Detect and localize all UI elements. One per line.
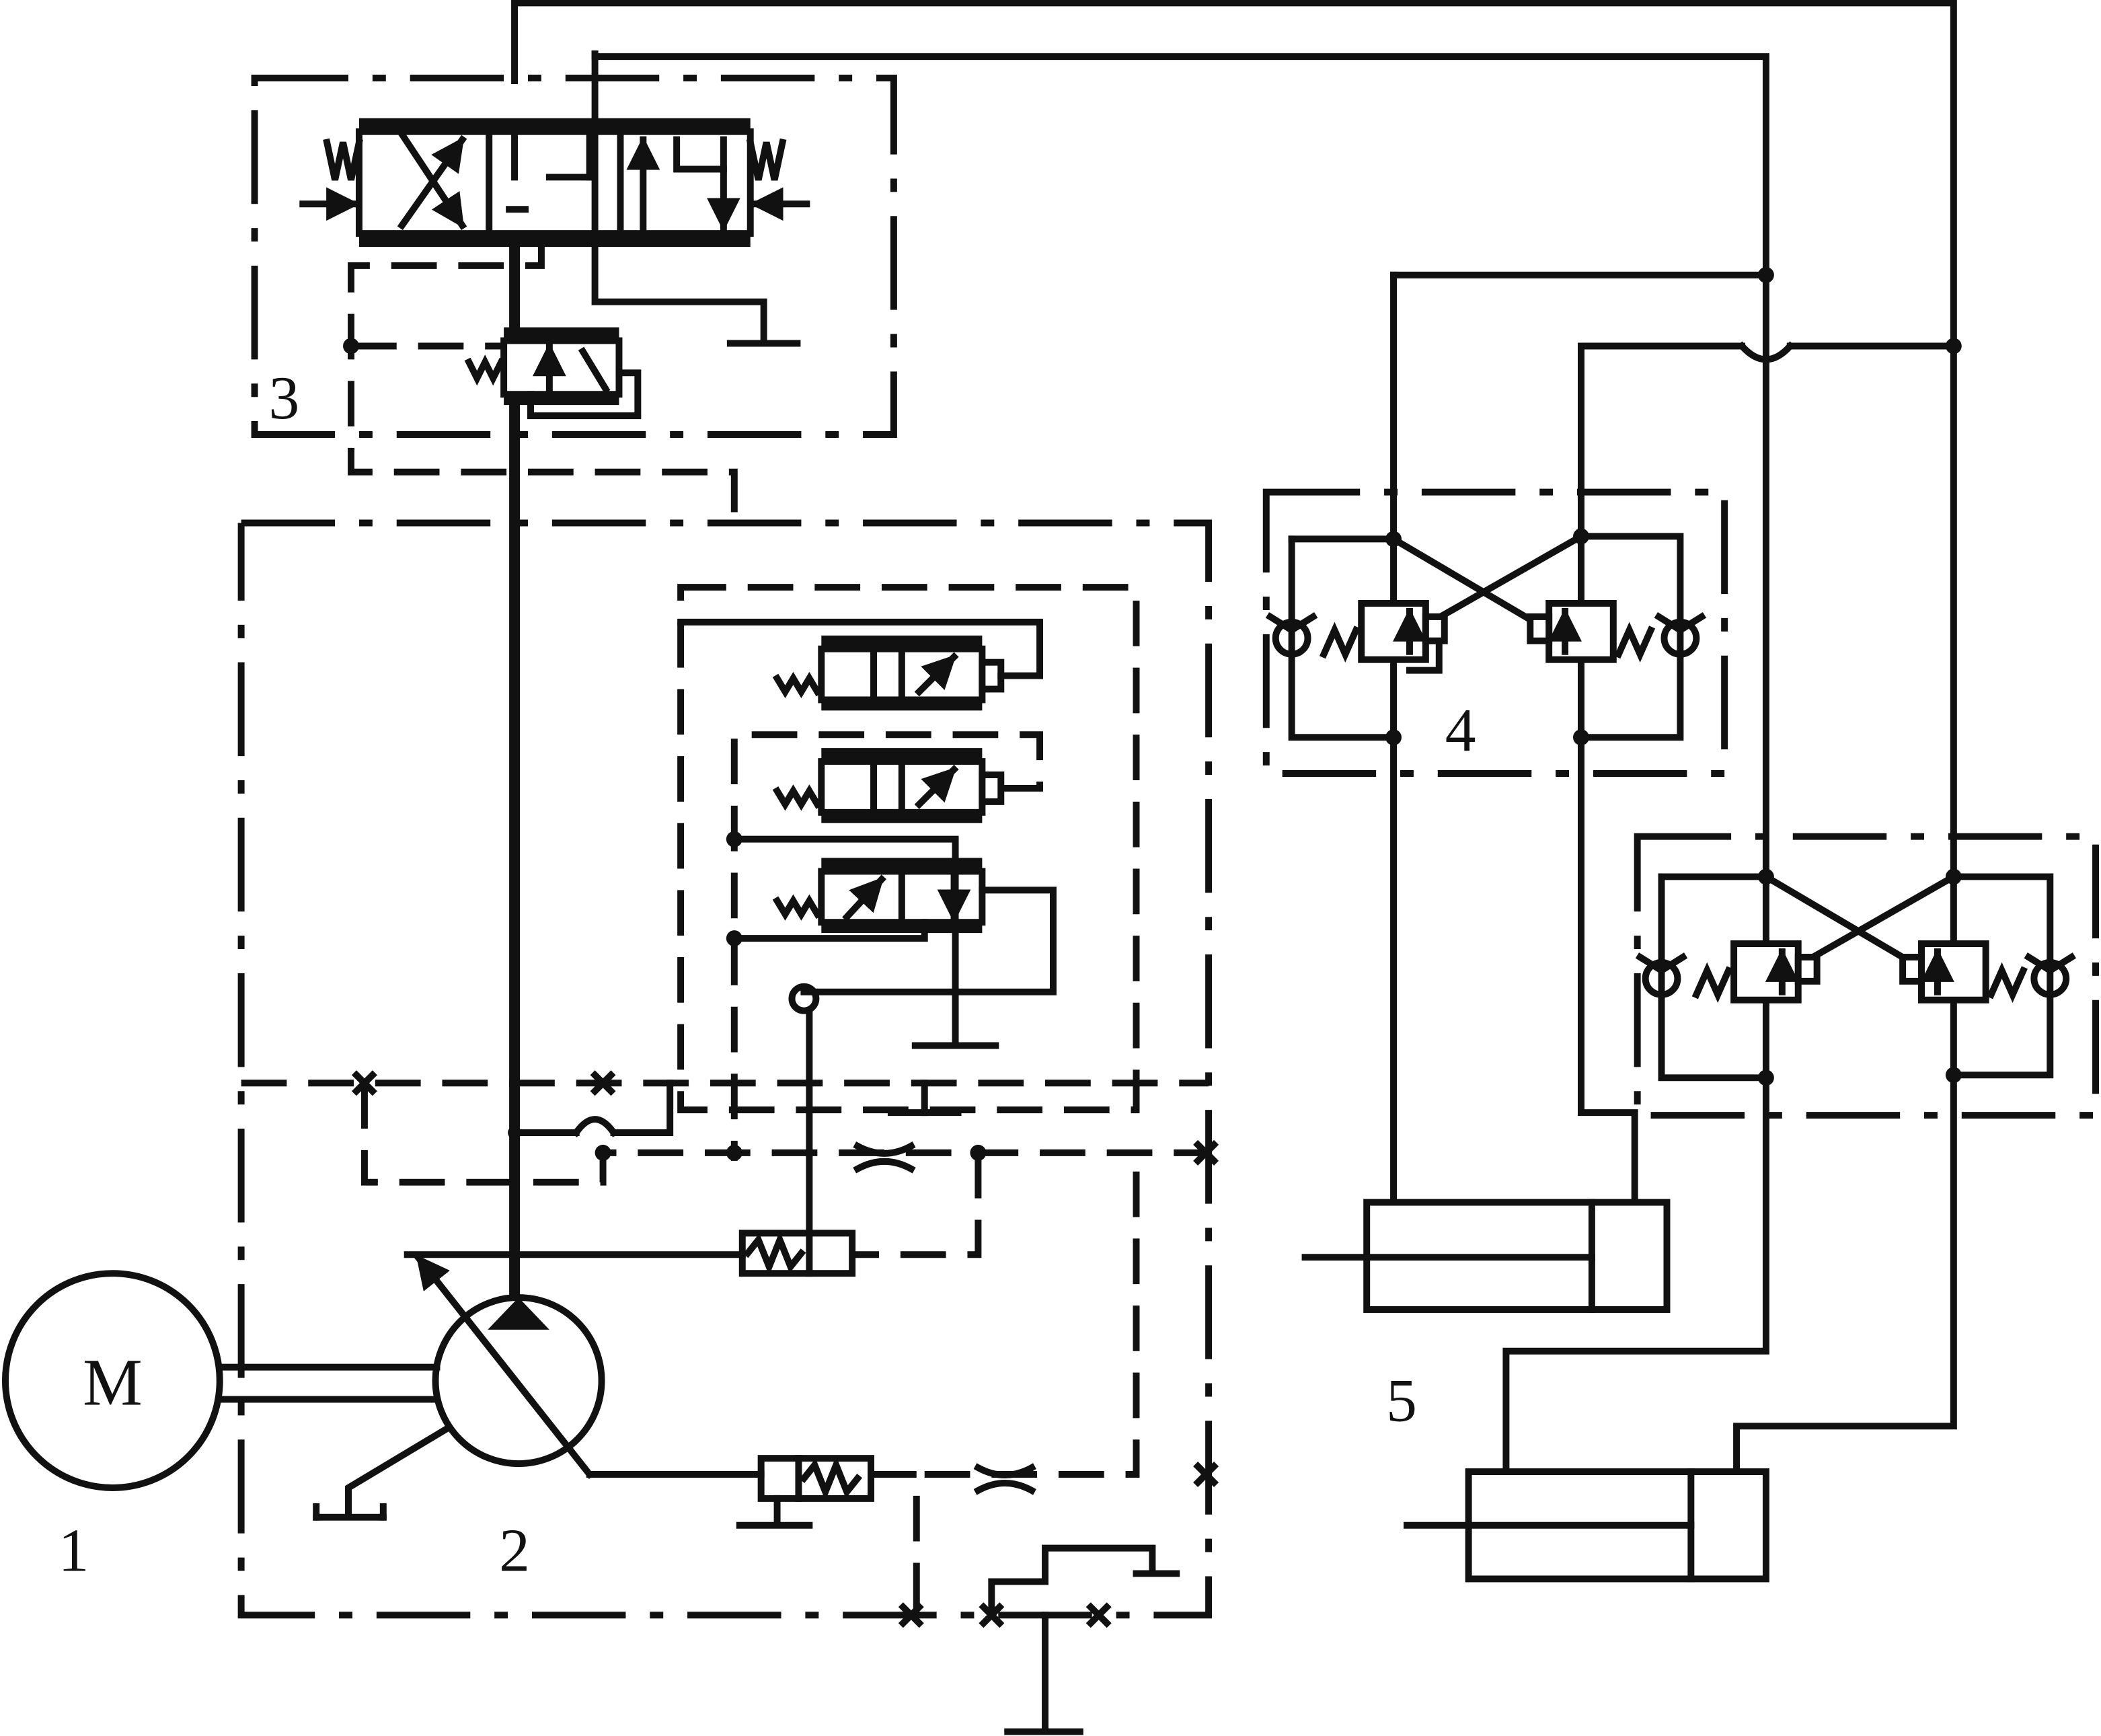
- tank-icon: [591, 50, 801, 347]
- motor-symbol: M: [83, 1345, 143, 1419]
- pump-number-label: 2: [499, 1515, 530, 1584]
- electric-motor-icon: M: [1, 1270, 223, 1491]
- orifice-icon: [853, 1141, 1036, 1495]
- valve-group-3-boundary: [251, 75, 897, 438]
- four-way-directional-valve-icon: [355, 118, 754, 248]
- solenoid-valve-bottom-icon: [772, 858, 1057, 995]
- lock-valve-group-upper: [1262, 266, 1962, 1206]
- control-cylinder-upper-icon: [515, 1230, 856, 1277]
- check-valve-icon: [1635, 952, 2077, 998]
- lock-valve-group-number-label: 4: [1445, 695, 1476, 764]
- check-valve-icon: [1265, 612, 1707, 658]
- directional-valve-group: [251, 50, 897, 523]
- lock-valve-group-lower: [1502, 271, 2100, 1476]
- variable-displacement-pump-icon: [404, 1251, 605, 1480]
- hydraulic-cylinder-icon: [1403, 1468, 1769, 1583]
- pump-control-block: [237, 519, 1219, 1735]
- solenoid-valve-top-icon: [677, 618, 1044, 711]
- control-cylinder-lower-icon: [586, 1152, 1140, 1609]
- motor-number-label: 1: [59, 1515, 89, 1584]
- hydraulic-cylinder-icon: [1301, 1199, 1671, 1313]
- solenoid-valve-middle-icon: [730, 731, 1044, 1161]
- hydraulic-lock-valve-icon: [1691, 940, 2028, 1004]
- valve-group-3-number-label: 3: [268, 363, 299, 432]
- cylinder-number-label: 5: [1386, 1365, 1417, 1434]
- hydraulic-lock-valve-icon: [1319, 600, 1656, 674]
- feed-line-upper: [511, 0, 1957, 350]
- plugged-port-markers: [351, 1070, 1219, 1628]
- pump-suction-tank-icon: [313, 1423, 454, 1521]
- pressure-compensator-valve-icon: [464, 327, 642, 420]
- shaft-coupling: [216, 1363, 441, 1403]
- spring-icon: [323, 138, 787, 181]
- feed-line-return: [591, 50, 1769, 278]
